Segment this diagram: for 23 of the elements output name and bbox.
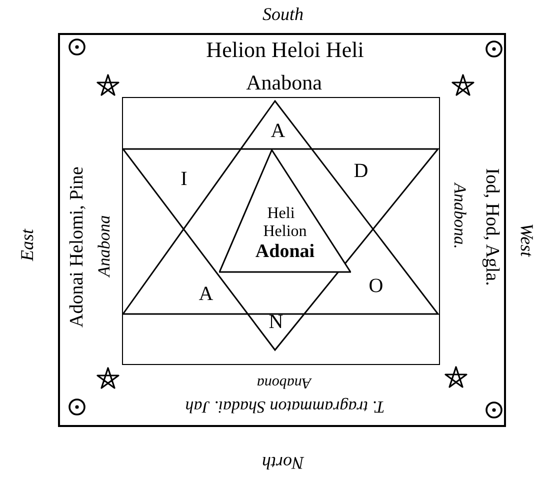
inscription: Anabona.: [452, 183, 468, 249]
letter: N: [268, 312, 284, 332]
direction-label: South: [262, 5, 304, 23]
direction-label: East: [18, 229, 36, 261]
letter: O: [368, 276, 384, 296]
direction-label: North: [262, 454, 304, 472]
inscription: Anabona: [96, 215, 112, 277]
inscription: Adonai Helomi, Pine: [68, 166, 86, 328]
inscription: Helion Heloi Heli: [206, 39, 364, 61]
inscription: Adonai: [255, 242, 315, 261]
direction-label: West: [518, 223, 536, 257]
inscription: Iod, Hod, Agla.: [482, 168, 502, 286]
inscription: T. tragrammaton Shadai. Jah: [185, 398, 385, 416]
letter: D: [352, 161, 370, 181]
triangle: [219, 149, 351, 273]
letter: A: [198, 284, 214, 304]
letter: A: [270, 121, 286, 141]
inscription: Helion: [263, 224, 307, 240]
inscription: Anabona: [246, 72, 322, 94]
inscription: Anabona: [256, 374, 312, 390]
inscription: Heli: [267, 206, 295, 222]
frame-band: [58, 33, 506, 427]
letter: I: [180, 169, 188, 189]
